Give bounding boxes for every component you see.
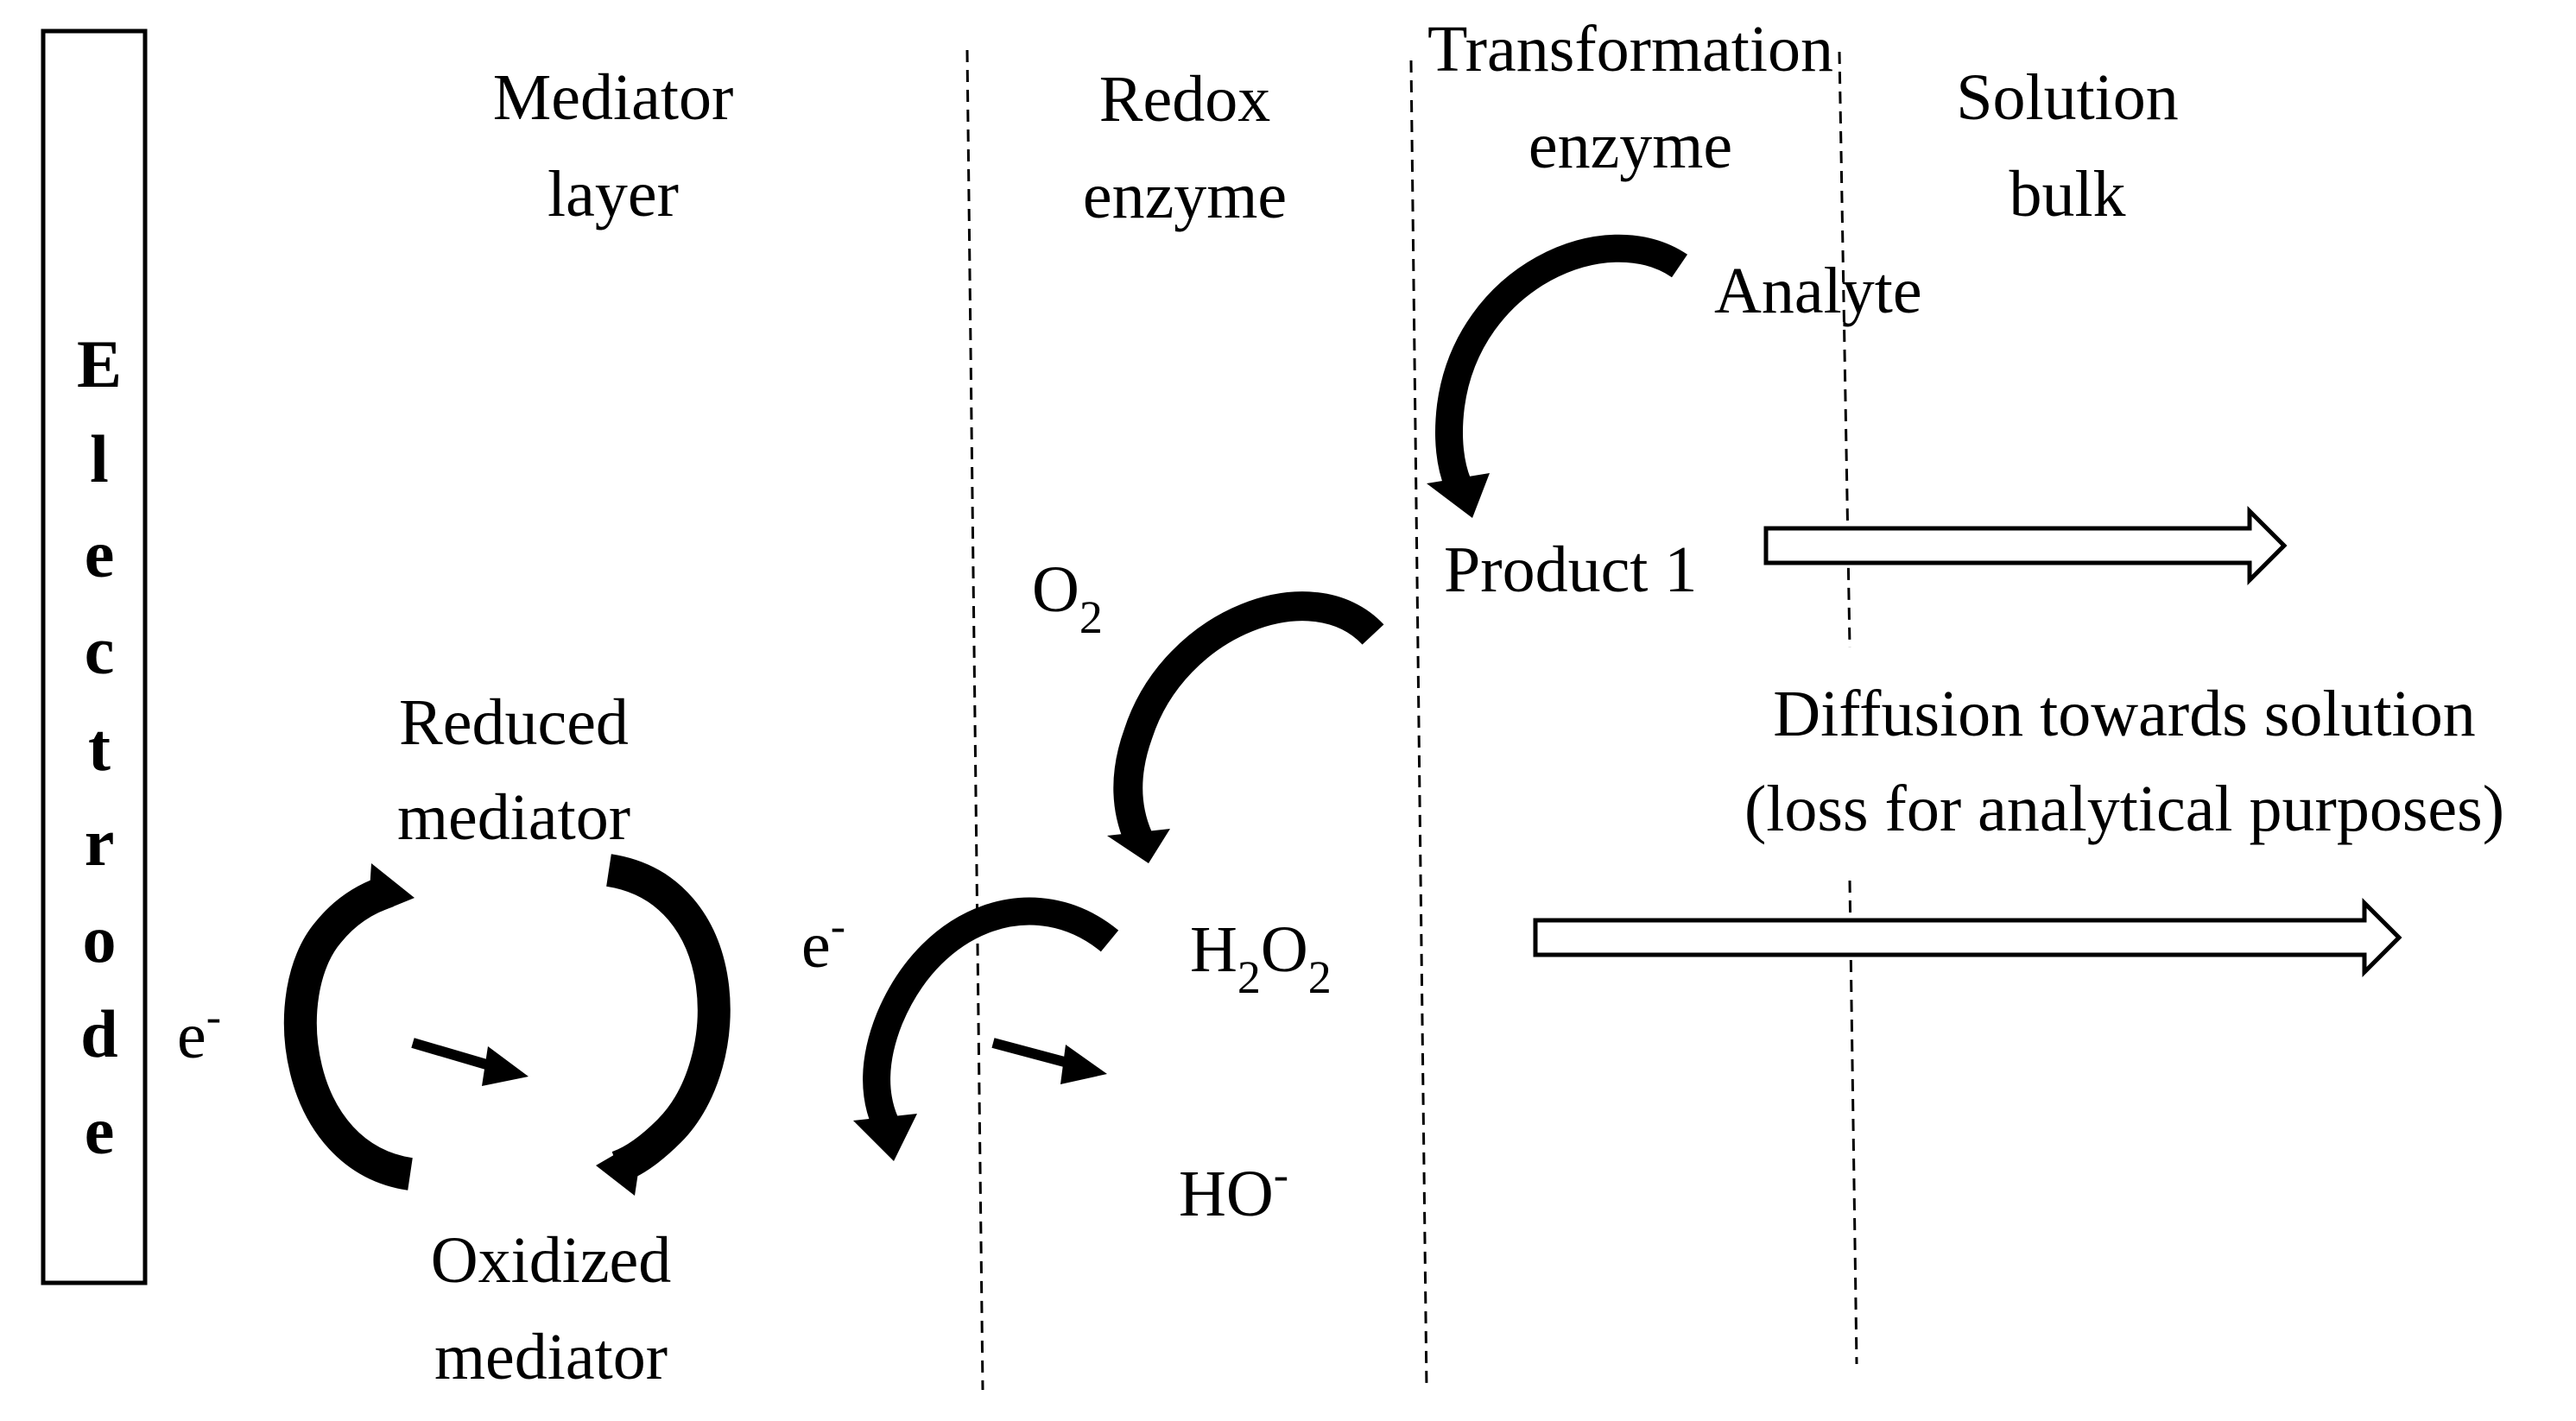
arrow-analyte-to-product (1435, 234, 1687, 489)
electrode-letter: o (83, 901, 117, 976)
electron-label-left: e- (177, 993, 221, 1072)
boundary-transformation-solution-lower (1848, 880, 1858, 1365)
oxidized-mediator-label: mediator (434, 1321, 668, 1393)
analyte-label: Analyte (1714, 255, 1922, 327)
zone-header-redox: Redox enzyme (1083, 63, 1287, 232)
zone-title: Mediator (493, 61, 734, 134)
oxidized-mediator-label: Oxidized (431, 1224, 672, 1297)
hollow-arrows (1533, 505, 2402, 978)
arrowhead (1427, 473, 1490, 518)
curved-arrows (283, 234, 1687, 1190)
electrode-letter: l (90, 421, 109, 496)
zone-header-transformation: Transformation enzyme (1427, 13, 1833, 182)
hydroxide-label: HO- (1179, 1151, 1288, 1230)
boundary-mediator-redox (965, 49, 984, 1391)
zone-boundaries (965, 49, 1858, 1391)
h2o2-label: H2O2 (1190, 913, 1332, 1003)
arrowhead (1060, 1045, 1107, 1084)
zone-subtitle: bulk (2009, 158, 2125, 231)
zone-title: Solution (1956, 61, 2179, 134)
arrow-h2o2-to-hydroxide (991, 1038, 1073, 1069)
arrowheads (368, 473, 1490, 1196)
boundary-redox-transformation (1409, 60, 1428, 1391)
electron-label-mid: e- (801, 902, 845, 982)
arrow-h2o2-diffusion (1533, 897, 2402, 978)
arrowhead (1107, 829, 1170, 863)
arrow-product-diffusion (1763, 505, 2288, 586)
zone-header-mediator: Mediator layer (493, 61, 734, 231)
electrode-label: E l e c t r o d e (77, 326, 122, 1168)
diffusion-label: (loss for analytical purposes) (1744, 773, 2504, 845)
zone-title: Transformation (1427, 13, 1833, 85)
arrowhead (596, 1138, 643, 1196)
zone-subtitle: enzyme (1529, 110, 1732, 182)
electrode-letter: t (88, 710, 111, 785)
arrowhead (482, 1046, 528, 1086)
zone-subtitle: enzyme (1083, 160, 1287, 232)
electrode-letter: c (85, 613, 115, 688)
electrode-letter: e (85, 516, 115, 591)
arrow-mediator-inner (411, 1038, 494, 1071)
arrow-reduced-to-oxidized (605, 854, 731, 1183)
o2-label: O2 (1032, 553, 1103, 643)
product1-label: Product 1 (1444, 534, 1697, 606)
electrode-letter: e (85, 1093, 115, 1168)
electrode-letter: d (80, 996, 117, 1071)
zone-header-solution: Solution bulk (1956, 61, 2179, 231)
diffusion-label: Diffusion towards solution (1773, 678, 2475, 750)
arrowhead (853, 1114, 917, 1161)
electrode-letter: E (77, 326, 122, 401)
electrode-letter: r (85, 805, 115, 880)
arrow-o2-to-h2o2 (1113, 591, 1384, 843)
reduced-mediator-label: Reduced (399, 686, 629, 759)
zone-title: Redox (1099, 63, 1270, 136)
arrowhead (368, 863, 415, 917)
straight-arrows (411, 1038, 1107, 1086)
zone-subtitle: layer (547, 158, 679, 231)
electrode-box (41, 28, 148, 1285)
reduced-mediator-label: mediator (397, 781, 630, 854)
arrow-oxidized-to-reduced (283, 875, 414, 1190)
arrow-electron-mid (863, 897, 1119, 1128)
